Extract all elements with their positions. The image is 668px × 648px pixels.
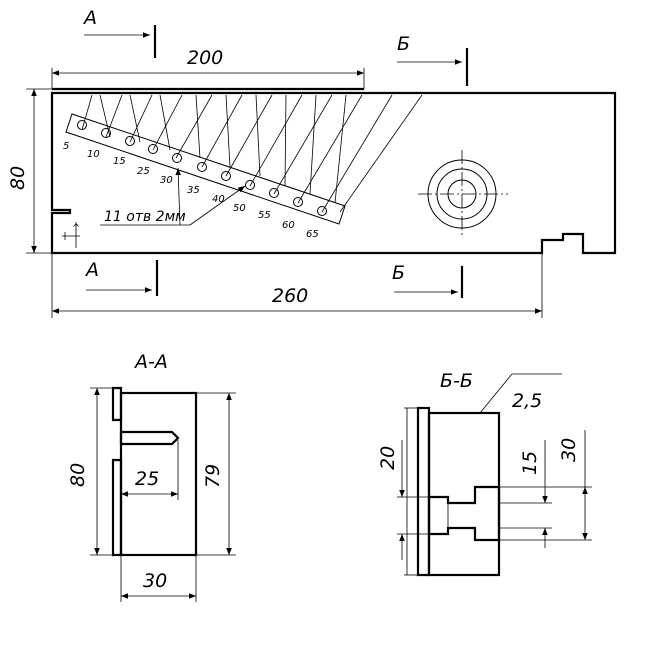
cut-a-bottom: А [84,259,159,296]
depth-label: 60 [282,220,295,231]
section-bb: Б-Б 2,5 20 15 30 [377,370,592,577]
depth-label: 5 [63,141,69,152]
depth-label: 50 [233,203,246,214]
section-aa: А-А 80 79 25 30 [67,351,236,602]
hole-strip [65,113,346,225]
bb-leader [479,373,513,414]
dim-260-label: 260 [272,285,308,307]
depth-marker: ^ [62,222,80,248]
depth-label: 15 [113,156,126,167]
bb-dim-20-label: 20 [377,446,399,470]
bb-bore [427,485,501,542]
cut-b-top-label: Б [397,33,410,55]
aa-dim-79-label: 79 [202,464,224,488]
cut-b-bottom-label: Б [392,262,405,284]
depth-label: 65 [306,229,319,240]
aa-dim-25-label: 25 [135,468,159,490]
aa-dim-30-label: 30 [143,570,167,592]
drilled-hole [119,430,180,446]
depth-label: 30 [160,175,173,186]
depth-label: 10 [87,149,100,160]
section-aa-title: А-А [133,351,168,373]
holes [77,120,327,216]
note-leader [175,167,182,226]
bb-plate [416,406,431,577]
hole-fan-lines [81,94,423,213]
depth-label: 55 [258,210,271,221]
aa-dim-80-label: 80 [67,463,89,487]
cut-b-top: Б [397,33,469,86]
bb-dim-30-label: 30 [558,438,580,462]
section-bb-body [427,411,501,577]
bb-dim-15-label: 15 [519,451,541,475]
main-view: 5 10 15 25 30 35 40 50 55 60 65 11 отв 2… [7,7,617,318]
depth-label: 25 [137,166,150,177]
depth-label: 40 [212,194,225,205]
dim-80-label: 80 [7,166,29,190]
svg-text:^: ^ [72,223,80,234]
cut-a-top: А [82,7,157,58]
cut-b-bottom: Б [392,262,464,298]
part-outline [50,91,617,255]
dim-200-label: 200 [187,47,223,69]
depth-label: 35 [187,185,200,196]
section-bb-title: Б-Б [440,370,473,392]
flange-bottom [111,458,123,557]
hole-depth-labels: 5 10 15 25 30 35 40 50 55 60 65 [63,141,319,240]
note-leader [189,185,246,226]
hole-note: 11 отв 2мм [104,209,186,225]
cut-a-bottom-label: А [84,259,99,281]
cut-a-top-label: А [82,7,97,29]
flange-top [111,386,123,422]
bb-dim-2-5-label: 2,5 [512,390,542,412]
boss [418,150,508,238]
